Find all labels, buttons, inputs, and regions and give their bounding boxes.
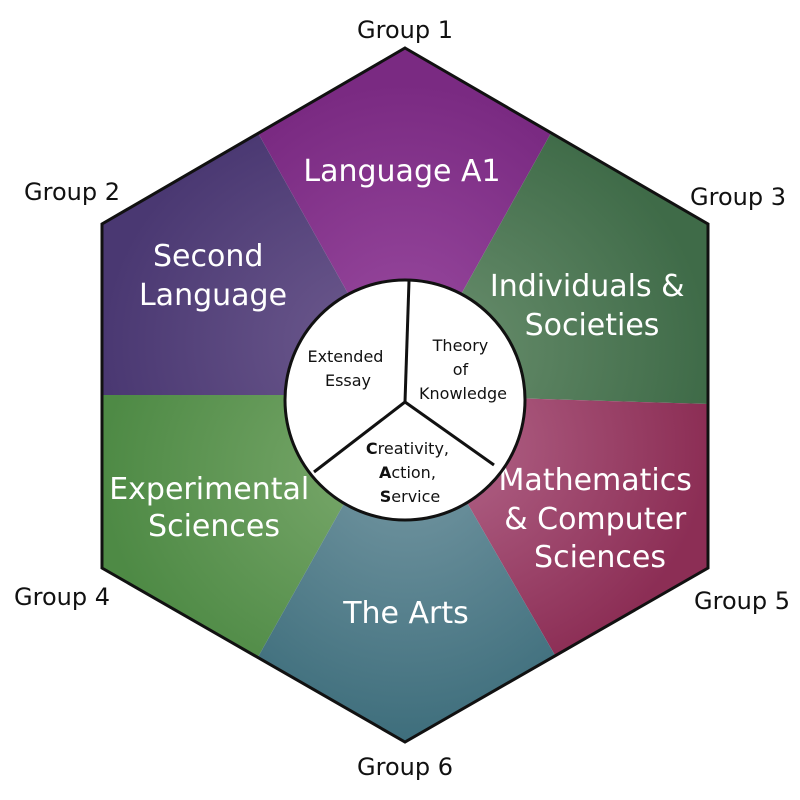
group-label-4: Group 4 [14, 583, 110, 611]
core-extended-essay: Extended Essay [307, 347, 388, 390]
subject-group3: Individuals & Societies [490, 269, 694, 343]
group-label-5: Group 5 [694, 587, 790, 615]
core-divider-top [403, 280, 411, 403]
subject-group5: Mathematics & Computer Sciences [499, 463, 702, 575]
subject-group4: Experimental Sciences [109, 472, 319, 544]
core-divider-right [404, 400, 495, 467]
segment-group1 [258, 48, 551, 395]
core-theory-of-knowledge: Theory of Knowledge [419, 336, 507, 403]
subject-group1: Language A1 [303, 154, 500, 189]
hexagon-outline [100, 46, 710, 744]
segment-group6 [258, 395, 556, 742]
group-label-3: Group 3 [690, 183, 786, 211]
group-label-2: Group 2 [24, 178, 120, 206]
core-cas: Creativity, Action, Service [366, 439, 454, 506]
subject-group6: The Arts [342, 596, 469, 631]
subject-group2: Second Language [139, 239, 287, 313]
core-divider-left [313, 400, 406, 474]
group-label-1: Group 1 [357, 16, 453, 44]
group-label-6: Group 6 [357, 753, 453, 781]
